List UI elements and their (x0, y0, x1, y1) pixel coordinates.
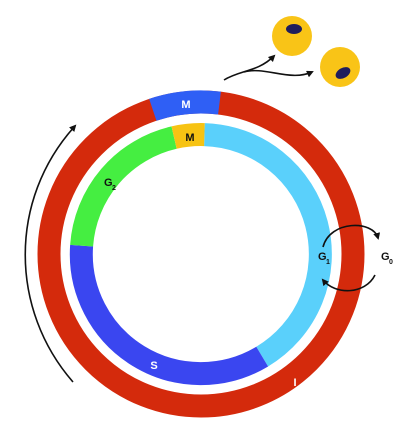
inner-s-label: S (150, 360, 157, 372)
division-arrow-upper (223, 54, 276, 81)
outer-mitosis-label: M (181, 99, 190, 111)
division-arrow-lower (243, 69, 314, 78)
inner-ring-g1-segment (203, 123, 332, 367)
outer-interphase-label: I (293, 377, 296, 389)
cell-body (272, 16, 312, 56)
outer-ring (37, 90, 365, 418)
cell-nucleus (286, 24, 302, 34)
g1-to-g0-arrow (322, 224, 381, 248)
g0-letter: G (381, 251, 390, 263)
g0-subscript: 0 (389, 259, 393, 266)
cycle-direction-arrow (24, 124, 77, 383)
inner-mitosis-label: M (185, 132, 194, 144)
g0-label: G 0 (381, 251, 393, 266)
inner-ring-g2-segment (70, 126, 177, 247)
inner-g1-label: G 1 (318, 251, 330, 266)
inner-ring-s-segment (69, 244, 269, 386)
inner-g2-label: G 2 (104, 177, 116, 192)
outer-ring-mitosis-segment (149, 90, 221, 121)
g2-letter: G (104, 177, 113, 189)
cell-body (320, 47, 360, 87)
inner-ring (69, 123, 332, 386)
cell-nucleus (335, 67, 351, 79)
daughter-cell-1 (272, 16, 312, 56)
g1-subscript: 1 (326, 259, 330, 266)
g1-letter: G (318, 251, 327, 263)
g0-to-g1-arrow (321, 274, 376, 292)
daughter-cell-2 (320, 47, 360, 87)
g2-subscript: 2 (112, 185, 116, 192)
outer-ring-interphase-segment (37, 90, 365, 418)
inner-ring-mitosis-segment (171, 123, 205, 149)
